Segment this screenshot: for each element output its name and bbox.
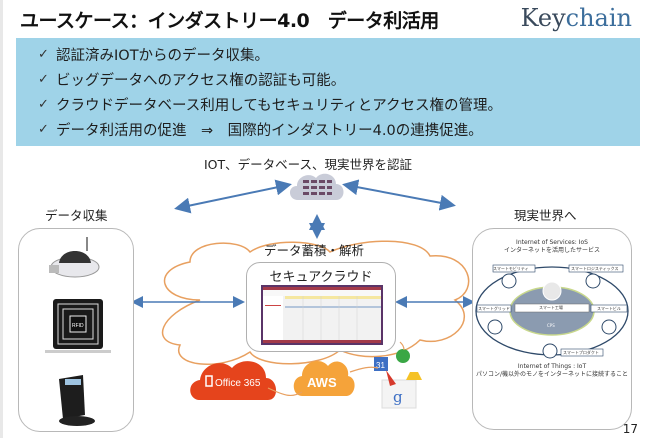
bullet-text: クラウドデータベース利用してもセキュリティとアクセス権の管理。: [56, 98, 503, 114]
data-collection-panel: RFID: [18, 228, 134, 432]
aws-cloud-icon: AWS: [293, 361, 355, 396]
real-world-panel: Internet of Services: IoS インターネットを活用したサー…: [472, 228, 632, 430]
right-panel-label: 現実世界へ: [514, 208, 577, 223]
left-panel-label: データ収集: [45, 208, 108, 223]
secure-cloud-box: セキュアクラウド: [246, 262, 396, 352]
arrow-cloud-left: [174, 179, 292, 214]
bullet-item: ✓ データ利活用の促進 ⇒ 国際的インダストリー4.0の連携促進。: [38, 117, 640, 142]
database-cloud-icon: [289, 173, 344, 200]
page-number: 17: [622, 422, 638, 436]
check-icon: ✓: [38, 72, 49, 87]
left-edge-rule: [0, 0, 3, 438]
ios-title: Internet of Services: IoS: [516, 239, 588, 246]
bullet-text: データ利活用の促進 ⇒ 国際的インダストリー4.0の連携促進。: [56, 123, 483, 139]
iot-subtitle: パソコン/機以外のモノをインターネットに接続すること: [475, 371, 629, 378]
dome-camera-icon: [49, 237, 100, 278]
svg-text:AWS: AWS: [307, 375, 337, 390]
keychain-logo: Keychain: [521, 4, 632, 32]
bullet-item: ✓ ビッグデータへのアクセス権の認証も可能。: [38, 67, 640, 92]
cps-label: CPS: [547, 323, 555, 328]
iot-node-label: スマートグリッド: [478, 306, 510, 311]
card-reader-icon: [59, 375, 95, 426]
check-icon: ✓: [38, 122, 49, 137]
center-label: データ蓄積・解析: [264, 243, 365, 258]
iot-node-label: スマートロジスティックス: [571, 266, 619, 271]
iot-node-label: スマートビル: [597, 306, 621, 311]
iot-node-label: スマートプロダクト: [563, 350, 599, 355]
bullet-text: ビッグデータへのアクセス権の認証も可能。: [56, 73, 346, 89]
check-icon: ✓: [38, 97, 49, 112]
svg-text:Office 365: Office 365: [215, 378, 261, 389]
svg-text:g: g: [393, 388, 403, 406]
iot-node-label: スマートモビリティ: [493, 266, 529, 271]
iot-node-label: スマート工場: [539, 305, 563, 310]
slide-title: ユースケース：インダストリー4.0 データ利活用: [20, 10, 439, 32]
logo-part-key: Key: [520, 4, 566, 32]
svg-text:31: 31: [376, 361, 385, 370]
database-app-screenshot: [261, 285, 383, 345]
secure-cloud-label: セキュアクラウド: [269, 270, 373, 285]
svg-text:RFID: RFID: [72, 323, 84, 329]
logo-part-chain: chain: [565, 4, 632, 32]
google-apps-icon: g 31: [374, 349, 422, 409]
ios-subtitle: インターネットを活用したサービス: [503, 247, 600, 254]
bullet-text: 認証済みIOTからのデータ収集。: [56, 48, 270, 64]
bullet-item: ✓ クラウドデータベース利用してもセキュリティとアクセス権の管理。: [38, 92, 640, 117]
office365-cloud-icon: Office 365: [190, 361, 277, 400]
rfid-tag-icon: RFID: [45, 299, 111, 353]
bullet-item: ✓ 認証済みIOTからのデータ収集。: [38, 42, 640, 67]
top-cloud-label: IOT、データベース、現実世界を認証: [204, 157, 413, 172]
check-icon: ✓: [38, 47, 49, 62]
bullet-box: ✓認証済みIOTからのデータ収集。 ✓ビッグデータへのアクセス権の認証も可能。 …: [16, 38, 640, 146]
arrow-cloud-right: [342, 179, 456, 211]
iot-title: Internet of Things : IoT: [517, 363, 587, 370]
